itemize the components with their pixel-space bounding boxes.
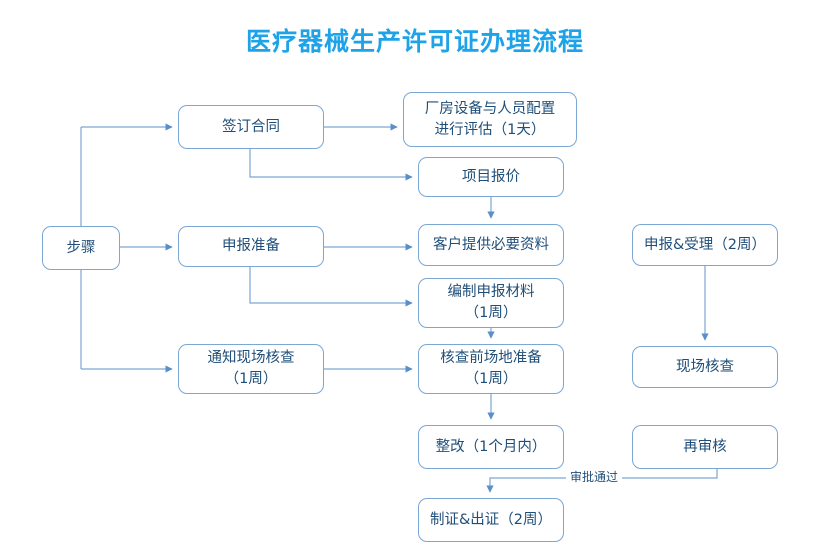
node-certificate-issuance[interactable]: 制证&出证（2周） xyxy=(418,498,564,542)
edge-prepare-to-compile xyxy=(249,267,413,307)
node-re-review[interactable]: 再审核 xyxy=(632,425,778,469)
edge-sign-to-quote xyxy=(249,149,413,181)
node-rectification[interactable]: 整改（1个月内） xyxy=(418,425,564,469)
node-notify-onsite-inspection[interactable]: 通知现场核查 （1周） xyxy=(178,344,324,394)
node-submission-acceptance[interactable]: 申报&受理（2周） xyxy=(632,224,778,266)
node-steps[interactable]: 步骤 xyxy=(42,226,120,270)
page-title: 医疗器械生产许可证办理流程 xyxy=(245,27,584,56)
edge-label-approved: 审批通过 xyxy=(566,470,623,484)
node-customer-materials[interactable]: 客户提供必要资料 xyxy=(418,224,564,266)
node-application-preparation[interactable]: 申报准备 xyxy=(178,226,324,267)
node-onsite-inspection[interactable]: 现场核查 xyxy=(632,346,778,388)
node-project-quote[interactable]: 项目报价 xyxy=(418,157,564,197)
node-site-preparation[interactable]: 核查前场地准备 （1周） xyxy=(418,344,564,394)
node-compile-documents[interactable]: 编制申报材料 （1周） xyxy=(418,278,564,328)
node-sign-contract[interactable]: 签订合同 xyxy=(178,105,324,149)
node-facility-assessment[interactable]: 厂房设备与人员配置 进行评估（1天） xyxy=(403,92,577,147)
